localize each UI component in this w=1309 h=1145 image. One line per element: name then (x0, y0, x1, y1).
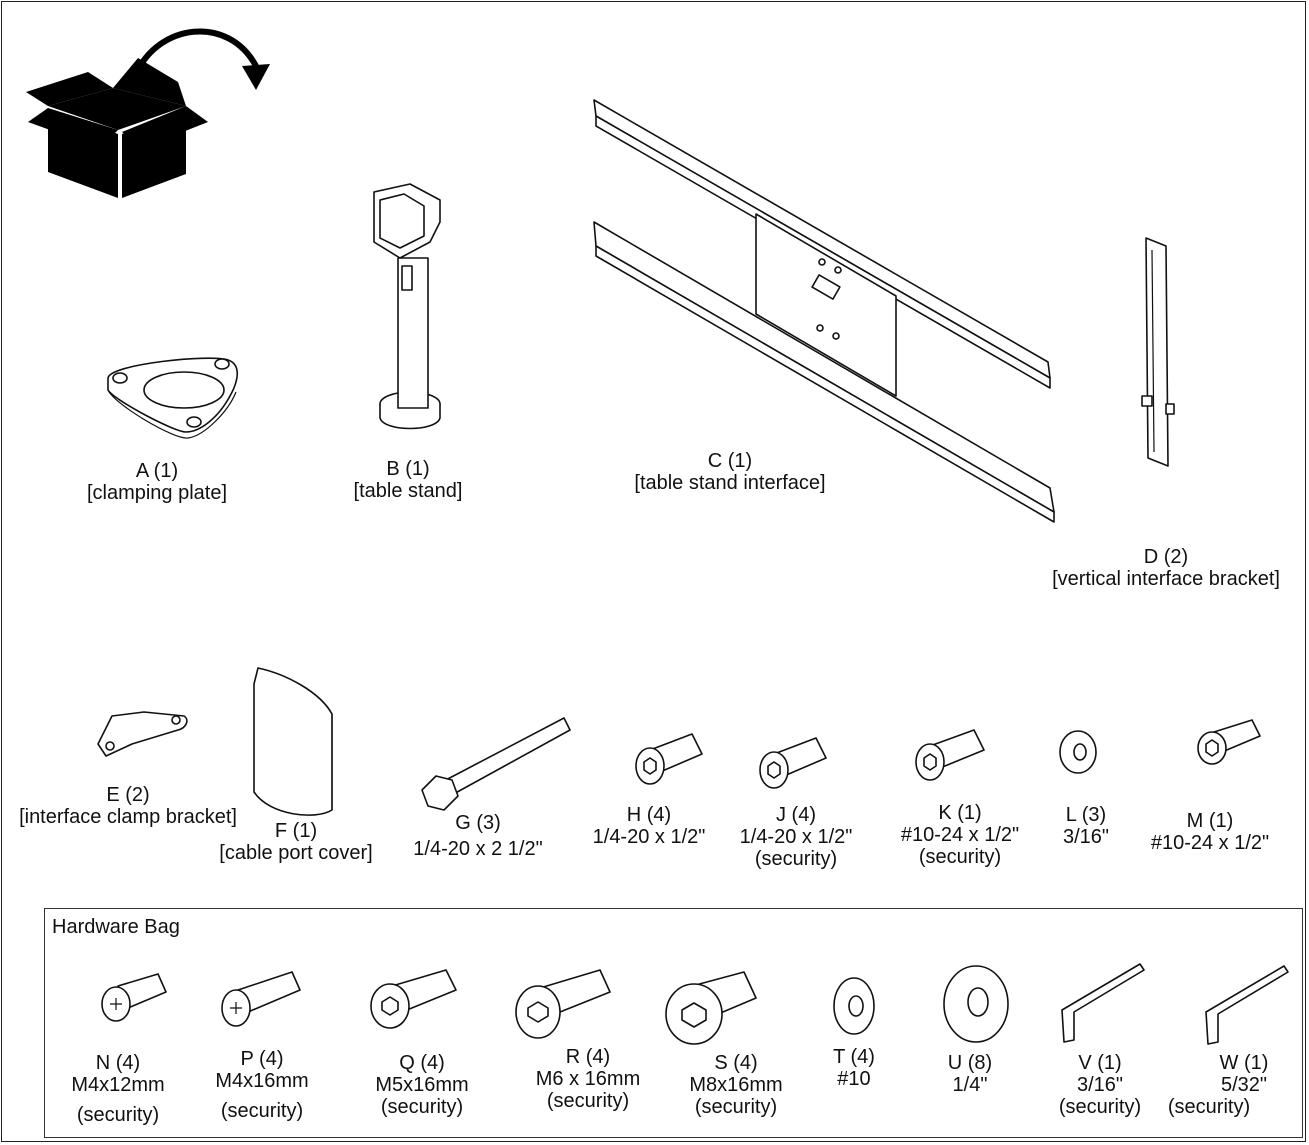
part-k-note: (security) (918, 846, 1002, 868)
part-r-note: (security) (546, 1090, 630, 1112)
part-f-label: F (1) [cable port cover] (219, 820, 372, 864)
hex-key-v-icon (1061, 963, 1145, 1043)
screw-q-icon (370, 969, 457, 1029)
part-q-spec: M5x16mm (375, 1074, 469, 1096)
part-k-spec: #10-24 x 1/2" (900, 824, 1020, 846)
part-c-id: C (1) (707, 450, 753, 472)
security-bolt-icon (759, 737, 827, 789)
part-e-desc: [interface clamp bracket] (19, 806, 237, 828)
part-t-id: T (4) (833, 1046, 875, 1068)
part-n-label: N (4) M4x12mm (security) (71, 1052, 164, 1126)
part-l-spec: 3/16" (1062, 826, 1110, 848)
part-s-id: S (4) (714, 1052, 758, 1074)
part-j-note: (security) (754, 848, 838, 870)
part-p-id: P (4) (240, 1048, 284, 1070)
part-e-id: E (2) (106, 784, 150, 806)
part-b-id: B (1) (386, 458, 430, 480)
part-w-note: (security) (1167, 1096, 1251, 1118)
hardware-bag-title: Hardware Bag (52, 916, 180, 938)
part-f-id: F (1) (274, 820, 318, 842)
part-c-desc: [table stand interface] (634, 472, 826, 494)
table-stand-interface-icon (593, 99, 1055, 523)
screw-r-icon (515, 969, 611, 1039)
part-n-spec: M4x12mm (71, 1074, 165, 1096)
vertical-interface-bracket-icon (1141, 237, 1175, 467)
table-stand-icon (373, 183, 441, 430)
part-m-spec: #10-24 x 1/2" (1150, 832, 1270, 854)
part-b-desc: [table stand] (353, 480, 463, 502)
button-bolt-icon (635, 733, 703, 785)
part-m-label: M (1) #10-24 x 1/2" (1151, 810, 1269, 854)
part-j-id: J (4) (775, 804, 816, 826)
part-h-label: H (4) 1/4-20 x 1/2" (593, 804, 706, 848)
part-p-note: (security) (220, 1100, 304, 1122)
part-k-id: K (1) (938, 802, 982, 824)
part-a-id: A (1) (135, 460, 179, 482)
part-d-desc: [vertical interface bracket] (1052, 568, 1280, 590)
part-n-note: (security) (76, 1104, 160, 1126)
part-p-spec: M4x16mm (215, 1070, 309, 1092)
part-s-note: (security) (694, 1096, 778, 1118)
cable-port-cover-icon (253, 667, 333, 816)
part-h-id: H (4) (626, 804, 672, 826)
part-d-id: D (2) (1143, 546, 1189, 568)
part-v-label: V (1) 3/16" (security) (1059, 1052, 1141, 1118)
part-l-id: L (3) (1065, 804, 1107, 826)
washer-t-icon (833, 977, 875, 1035)
part-k-label: K (1) #10-24 x 1/2" (security) (901, 802, 1019, 868)
part-j-label: J (4) 1/4-20 x 1/2" (security) (740, 804, 853, 870)
part-b-label: B (1) [table stand] (354, 458, 463, 502)
part-v-note: (security) (1058, 1096, 1142, 1118)
part-t-spec: #10 (837, 1068, 871, 1090)
washer-icon (1059, 730, 1097, 774)
screw-n-icon (101, 973, 167, 1022)
open-box-icon (26, 58, 208, 198)
part-q-id: Q (4) (399, 1052, 445, 1074)
part-u-spec: 1/4" (952, 1074, 988, 1096)
part-a-desc: [clamping plate] (86, 482, 228, 504)
part-r-label: R (4) M6 x 16mm (security) (536, 1046, 640, 1112)
part-e-label: E (2) [interface clamp bracket] (19, 784, 237, 828)
part-h-spec: 1/4-20 x 1/2" (592, 826, 706, 848)
part-a-label: A (1) [clamping plate] (87, 460, 227, 504)
part-s-label: S (4) M8x16mm (security) (689, 1052, 782, 1118)
screw-s-icon (665, 971, 757, 1045)
socket-screw-icon (1197, 719, 1261, 765)
part-u-id: U (8) (947, 1052, 993, 1074)
part-r-spec: M6 x 16mm (535, 1068, 641, 1090)
part-m-id: M (1) (1186, 810, 1234, 832)
hex-key-w-icon (1205, 965, 1289, 1045)
part-t-label: T (4) #10 (833, 1046, 875, 1090)
part-w-label: W (1) 5/32" (security) (1168, 1052, 1269, 1118)
part-p-label: P (4) M4x16mm (security) (215, 1048, 308, 1122)
washer-u-icon (943, 965, 1009, 1043)
screw-p-icon (221, 971, 301, 1027)
part-c-label: C (1) [table stand interface] (634, 450, 825, 494)
curved-arrow-icon (133, 28, 270, 90)
part-q-label: Q (4) M5x16mm (security) (375, 1052, 468, 1118)
part-n-id: N (4) (95, 1052, 141, 1074)
part-q-note: (security) (380, 1096, 464, 1118)
part-d-label: D (2) [vertical interface bracket] (1052, 546, 1280, 590)
hardware-bag-box (44, 908, 1303, 1138)
part-l-label: L (3) 3/16" (1063, 804, 1109, 848)
part-g-label: G (3) 1/4-20 x 2 1/2" (413, 812, 542, 860)
part-u-label: U (8) 1/4" (948, 1052, 992, 1096)
part-w-id: W (1) (1219, 1052, 1269, 1074)
part-j-spec: 1/4-20 x 1/2" (739, 826, 853, 848)
part-v-id: V (1) (1078, 1052, 1122, 1074)
long-bolt-icon (421, 717, 571, 811)
part-v-spec: 3/16" (1076, 1074, 1124, 1096)
part-f-desc: [cable port cover] (219, 842, 373, 864)
part-r-id: R (4) (565, 1046, 611, 1068)
part-s-spec: M8x16mm (689, 1074, 783, 1096)
interface-clamp-bracket-icon (97, 711, 188, 757)
part-g-spec: 1/4-20 x 2 1/2" (413, 838, 543, 860)
part-w-spec: 5/32" (1220, 1074, 1268, 1096)
part-g-id: G (3) (455, 812, 501, 834)
clamping-plate-icon (107, 357, 239, 439)
security-bolt-k-icon (915, 729, 985, 781)
